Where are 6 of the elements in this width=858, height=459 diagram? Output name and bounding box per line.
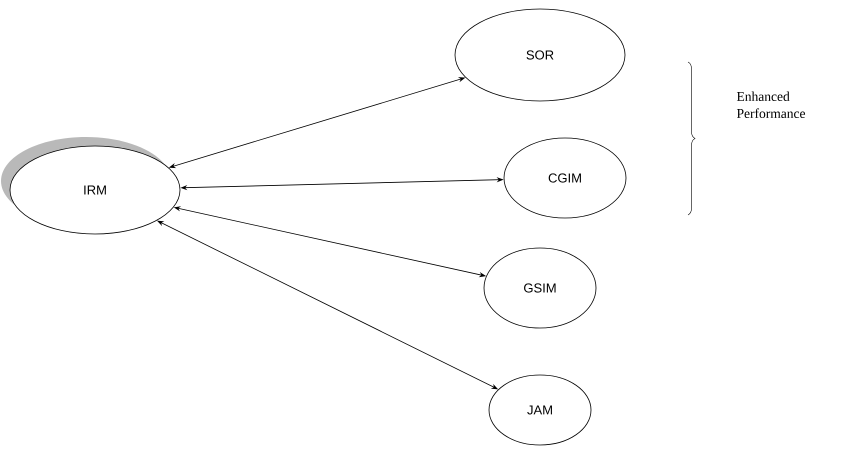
ellipse-node: JAM	[488, 374, 592, 446]
ellipse-node: IRM	[1, 137, 180, 234]
ellipse-node: GSIM	[484, 248, 596, 328]
brace-label: Enhanced Performance	[736, 92, 806, 118]
ellipse-node: CGIM	[504, 138, 626, 218]
ellipse-node: SOR	[454, 8, 626, 102]
